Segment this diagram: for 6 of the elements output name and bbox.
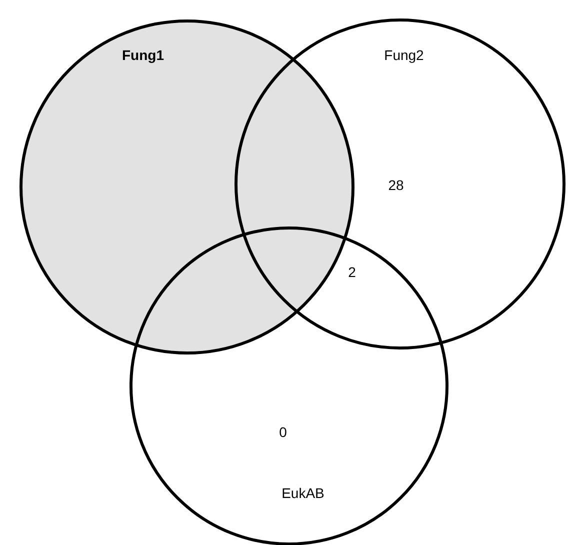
count-label: 2 [348, 264, 356, 280]
set-label: Fung1 [122, 47, 164, 63]
set-label: Fung2 [384, 47, 424, 63]
set-label: EukAB [282, 485, 324, 501]
count-label: 0 [279, 424, 287, 440]
count-label: 28 [388, 177, 404, 193]
